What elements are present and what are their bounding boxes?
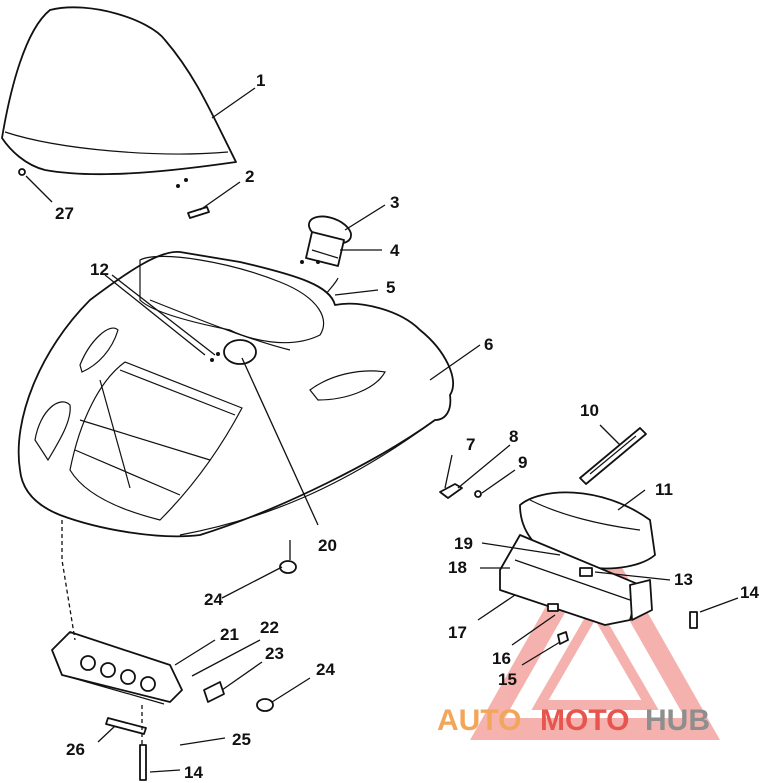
callout-22: 22 [260,618,279,637]
callout-10: 10 [580,401,599,420]
bracket-part [439,483,482,499]
callout-23: 23 [265,644,284,663]
callout-21: 21 [220,625,239,644]
callout-20: 20 [318,536,337,555]
callout-15: 15 [498,670,517,689]
callout-16: 16 [492,649,511,668]
watermark-moto: MOTO [540,704,629,737]
callout-9: 9 [518,453,527,472]
callout-14-right: 14 [740,583,759,602]
watermark-triangle [470,520,720,740]
gauge-part [300,215,352,267]
decal-part [579,427,647,485]
callout-11: 11 [655,480,673,499]
callout-26: 26 [66,740,85,759]
callout-7: 7 [466,435,475,454]
screw-right-part [689,611,698,629]
callout-labels: 1 2 3 4 5 6 7 8 9 10 11 12 13 14 15 16 1… [55,71,759,782]
hood-part [17,251,455,538]
callout-24-upper: 24 [204,590,223,609]
callout-13: 13 [674,570,693,589]
watermark-auto: AUTO [437,704,521,737]
watermark-logo: AUTO MOTO HUB [437,704,710,737]
watermark-hub: HUB [645,704,710,737]
callout-12: 12 [90,260,109,279]
leader-lines [25,87,739,773]
callout-3: 3 [390,193,399,212]
callout-2: 2 [245,167,254,186]
pin-part [105,717,147,735]
grommet-part [279,560,297,574]
callout-6: 6 [484,335,493,354]
callout-27: 27 [55,204,74,223]
callout-25: 25 [232,730,251,749]
lower-panel-part [51,631,183,705]
callout-1: 1 [256,71,265,90]
screw-part [187,206,210,219]
callout-4: 4 [390,241,400,260]
callout-8: 8 [509,427,518,446]
screw-bottom-part [139,744,147,781]
clip-part [203,681,225,703]
callout-19: 19 [454,534,473,553]
callout-18: 18 [448,558,467,577]
callout-17: 17 [448,623,467,642]
headlight-bracket-part [499,534,653,645]
callout-5: 5 [386,278,395,297]
callout-14-bottom: 14 [184,763,203,782]
windshield-part [1,6,237,188]
callout-24-lower: 24 [316,660,335,679]
grommet-lower-part [256,698,274,712]
